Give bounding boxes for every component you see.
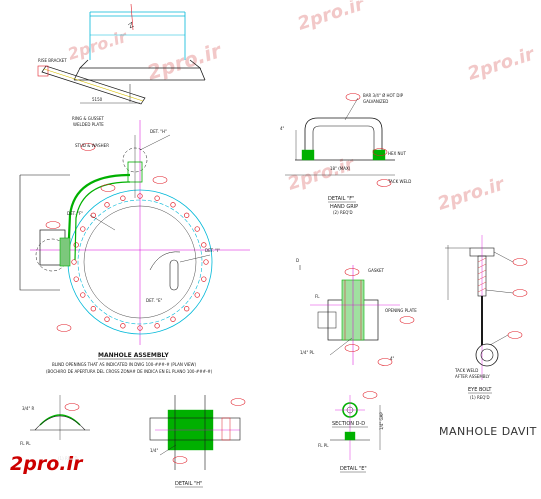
- hand-grip-qty: (2) REQ'D: [333, 210, 353, 215]
- svg-text:TACK WELD: TACK WELD: [387, 179, 411, 184]
- bolt-hole: [73, 276, 79, 282]
- bolt-hole: [80, 292, 86, 298]
- watermark: 2pro.ir: [295, 0, 368, 35]
- detail-f-hand-grip: BAR 3/4" Ø HOT DIP GALVANIZED HEX NUT TA…: [280, 93, 411, 215]
- detail-e-tag: DET. "E": [146, 298, 162, 303]
- detail-e-view: D GASKET OPENING PLATE 1/4" PL 4" FL: [296, 258, 417, 366]
- bolt-hole: [194, 292, 200, 298]
- logo-text: 2pro.ir: [10, 453, 84, 475]
- bolt-hole: [104, 202, 110, 208]
- section-dd-title: SECTION D-D: [332, 421, 365, 427]
- bolt-hole: [201, 276, 207, 282]
- bolt-hole: [170, 316, 176, 322]
- bolt-hole: [137, 325, 143, 331]
- section-dd-view: SECTION D-D 1/4" GAP FL PL DETAIL "E": [318, 391, 384, 473]
- bolt-hole: [90, 306, 96, 312]
- bolt-holes: [71, 193, 209, 331]
- svg-text:GASKET: GASKET: [368, 268, 385, 273]
- bolt-hole: [120, 323, 126, 329]
- bolt-hole: [120, 195, 126, 201]
- manhole-assembly-subtitle-1: BLIND OPENINGS THAT AS INDICATED IN DWG …: [52, 362, 197, 367]
- top-cover-view: RISE BRACKET 5150: [37, 3, 206, 105]
- svg-text:FL PL: FL PL: [20, 441, 31, 446]
- svg-text:FL: FL: [315, 294, 320, 299]
- detail-f-title: DETAIL "F": [328, 196, 354, 202]
- site-logo: 2pro.ir: [5, 450, 109, 478]
- svg-text:1/4" GAP: 1/4" GAP: [379, 412, 384, 430]
- bolt-hole: [73, 242, 79, 248]
- watermark: 2pro.ir: [65, 27, 130, 64]
- bolt-hole: [71, 259, 77, 265]
- manhole-assembly-title: MANHOLE ASSEMBLY: [98, 352, 169, 359]
- svg-text:WELDED PLATE: WELDED PLATE: [73, 122, 104, 127]
- detail-e-title: DETAIL "E": [340, 466, 367, 472]
- bolt-hole: [154, 323, 160, 329]
- hand-grip-title: HAND GRIP: [330, 204, 358, 210]
- eye-bolt-view: TACK WELD AFTER ASSEMBLY EYE BOLT (1) RE…: [445, 235, 528, 400]
- watermark: 2pro.ir: [144, 38, 225, 85]
- bar-label: RISE BRACKET: [38, 58, 67, 63]
- svg-text:FL PL: FL PL: [318, 443, 329, 448]
- bolt-hole: [203, 259, 209, 265]
- manhole-assembly-subtitle-2: (BOCHIRO DE APERTURA DEL CROSS ZONA# DE …: [46, 369, 213, 374]
- drawing-title: MANHOLE DAVIT: [439, 425, 537, 438]
- bolt-hole: [201, 242, 207, 248]
- bolt-hole: [184, 306, 190, 312]
- detail-h-view: 1/4" DETAIL "H": [149, 395, 246, 488]
- bolt-hole: [137, 193, 143, 199]
- svg-text:HEX NUT: HEX NUT: [388, 151, 406, 156]
- watermark: 2pro.ir: [465, 43, 538, 84]
- svg-text:GALVANIZED: GALVANIZED: [363, 99, 388, 104]
- eye-bolt-qty: (1) REQ'D: [470, 395, 490, 400]
- bolt-hole: [154, 195, 160, 201]
- detail-f-tag: DET. "F": [67, 211, 83, 216]
- svg-text:RING & GUSSET: RING & GUSSET: [72, 116, 104, 121]
- bolt-hole: [104, 316, 110, 322]
- dimension-label: 5150: [92, 97, 103, 102]
- svg-text:3/4" R: 3/4" R: [22, 406, 35, 411]
- svg-text:TACK WELD: TACK WELD: [454, 368, 478, 373]
- eye-bolt-title: EYE BOLT: [468, 387, 492, 393]
- detail-h-tag: DET. "H": [150, 129, 167, 134]
- svg-text:STUD & WASHER: STUD & WASHER: [75, 143, 109, 148]
- bolt-hole: [194, 226, 200, 232]
- manhole-assembly-view: DET. "H" DET. "F" DET. "I" DET. "E" RING…: [19, 116, 250, 374]
- detail-i-tag: DET. "I": [205, 248, 220, 253]
- bolt-hole: [184, 212, 190, 218]
- svg-text:AFTER ASSEMBLY: AFTER ASSEMBLY: [455, 374, 490, 379]
- svg-text:4": 4": [280, 126, 285, 131]
- svg-text:OPENING PLATE: OPENING PLATE: [385, 308, 417, 313]
- svg-text:4": 4": [390, 356, 395, 361]
- bolt-hole: [170, 202, 176, 208]
- watermark: 2pro.ir: [435, 173, 508, 214]
- svg-text:1/4": 1/4": [150, 448, 158, 453]
- section-d-marker: D: [296, 258, 299, 263]
- bolt-hole: [90, 212, 96, 218]
- bolt-hole: [80, 226, 86, 232]
- svg-text:1/4" PL: 1/4" PL: [300, 350, 315, 355]
- svg-text:BAR 3/4" Ø HOT DIP: BAR 3/4" Ø HOT DIP: [363, 93, 404, 98]
- detail-h-title: DETAIL "H": [175, 481, 202, 487]
- svg-text:18" (MAX): 18" (MAX): [330, 166, 351, 171]
